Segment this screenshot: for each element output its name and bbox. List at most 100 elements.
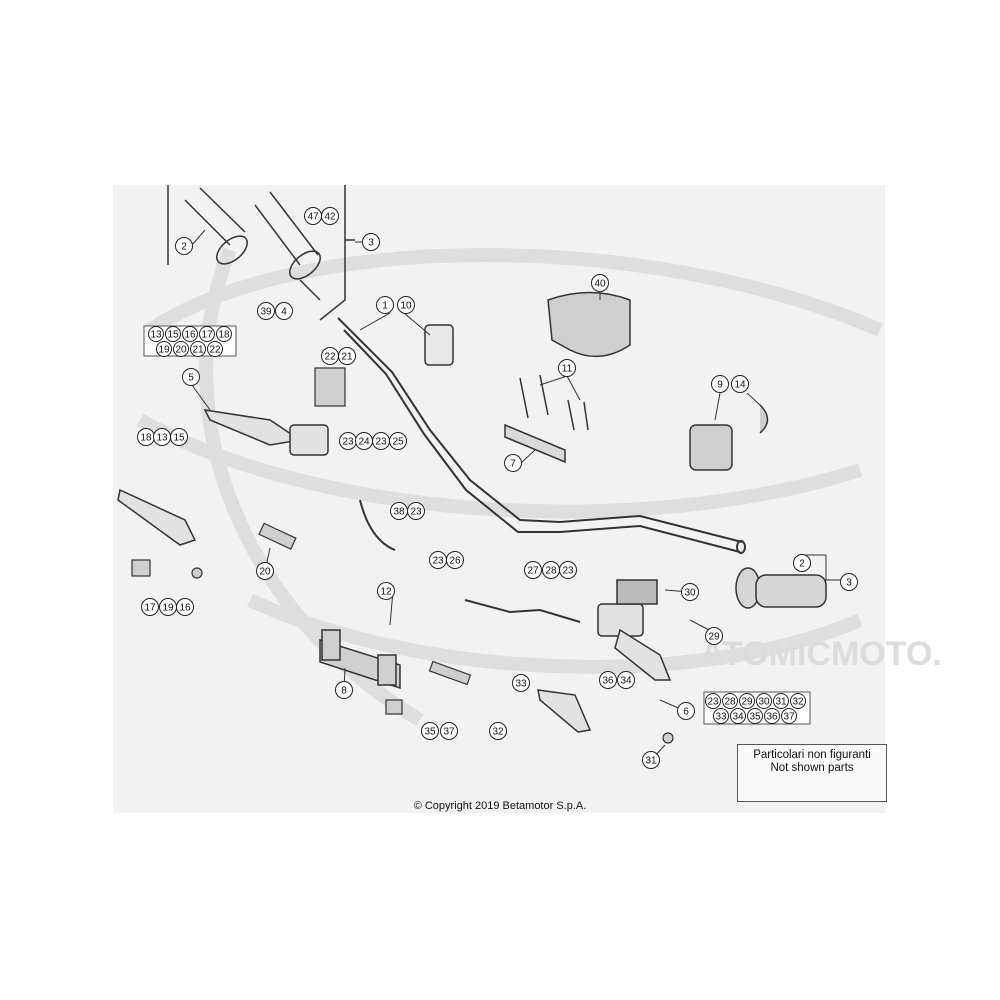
callout-number: 33 <box>515 679 527 690</box>
group-right-callout-32: 32 <box>790 693 806 709</box>
callout-number: 21 <box>192 345 204 356</box>
callout-2: 2 <box>793 554 811 572</box>
callout-number: 27 <box>527 566 539 577</box>
callout-number: 20 <box>259 567 271 578</box>
callout-25: 25 <box>389 432 407 450</box>
callout-number: 14 <box>734 380 746 391</box>
callout-number: 35 <box>749 712 761 723</box>
group-right-callout-31: 31 <box>773 693 789 709</box>
part-lever-right <box>537 579 672 733</box>
callout-34: 34 <box>617 671 635 689</box>
callout-number: 23 <box>432 556 444 567</box>
callout-number: 15 <box>167 330 179 341</box>
callout-36: 36 <box>599 671 617 689</box>
callout-number: 16 <box>179 603 191 614</box>
callout-28: 28 <box>542 561 560 579</box>
callout-number: 18 <box>140 433 152 444</box>
callout-number: 30 <box>684 588 696 599</box>
callout-number: 25 <box>392 437 404 448</box>
callout-12: 12 <box>377 582 395 600</box>
callout-number: 20 <box>175 345 187 356</box>
group-right-callout-23: 23 <box>705 693 721 709</box>
group-left-callout-18: 18 <box>216 326 232 342</box>
part-hose <box>359 499 581 623</box>
callout-26: 26 <box>446 551 464 569</box>
callout-17: 17 <box>141 598 159 616</box>
callout-number: 38 <box>393 507 405 518</box>
callout-4: 4 <box>275 302 293 320</box>
callout-number: 15 <box>173 433 185 444</box>
callout-31: 31 <box>642 751 660 769</box>
callout-9: 9 <box>711 375 729 393</box>
callout-21: 21 <box>338 347 356 365</box>
callout-6: 6 <box>677 702 695 720</box>
callout-30: 30 <box>681 583 699 601</box>
part-clamp-8 <box>319 629 401 690</box>
callout-number: 40 <box>594 279 606 290</box>
group-right-callout-33: 33 <box>713 708 729 724</box>
callout-number: 26 <box>449 556 461 567</box>
group-right-callout-30: 30 <box>756 693 772 709</box>
callout-16: 16 <box>176 598 194 616</box>
callout-8: 8 <box>335 681 353 699</box>
callout-40: 40 <box>591 274 609 292</box>
part-switch-40 <box>547 291 631 358</box>
callout-10: 10 <box>397 296 415 314</box>
part-grip-right <box>735 567 827 609</box>
callout-24: 24 <box>355 432 373 450</box>
callout-number: 16 <box>184 330 196 341</box>
group-left-callout-20: 20 <box>173 341 189 357</box>
callout-3: 3 <box>362 233 380 251</box>
callout-number: 36 <box>602 676 614 687</box>
watermark-text: ATOMICMOTO. <box>700 635 942 673</box>
callout-number: 19 <box>158 345 170 356</box>
callout-number: 23 <box>410 507 422 518</box>
callout-35: 35 <box>421 722 439 740</box>
part-clamp-7 <box>504 374 589 464</box>
callout-number: 22 <box>209 345 221 356</box>
callout-number: 28 <box>724 697 736 708</box>
callout-number: 47 <box>307 212 319 223</box>
leader-lines <box>191 229 848 761</box>
callout-20: 20 <box>256 562 274 580</box>
part-lever-left <box>117 409 329 546</box>
group-left-callout-16: 16 <box>182 326 198 342</box>
callout-number: 23 <box>562 566 574 577</box>
callout-number: 23 <box>375 437 387 448</box>
group-left-callout-21: 21 <box>190 341 206 357</box>
callout-5: 5 <box>182 368 200 386</box>
callout-number: 30 <box>758 697 770 708</box>
callout-39: 39 <box>257 302 275 320</box>
part-clamp-10 <box>424 324 454 366</box>
callout-23: 23 <box>407 502 425 520</box>
handlebar <box>337 317 746 554</box>
callout-number: 11 <box>562 364 573 375</box>
callout-1: 1 <box>376 296 394 314</box>
callout-number: 18 <box>218 330 230 341</box>
callout-23: 23 <box>429 551 447 569</box>
callout-2: 2 <box>175 237 193 255</box>
callout-number: 7 <box>510 459 516 470</box>
callout-number: 13 <box>156 433 168 444</box>
copyright-notice: © Copyright 2019 Betamotor S.p.A. <box>413 800 587 812</box>
callout-number: 23 <box>707 697 719 708</box>
callout-number: 33 <box>715 712 727 723</box>
callout-27: 27 <box>524 561 542 579</box>
callout-number: 36 <box>766 712 778 723</box>
not-shown-box: Particolari non figuranti Not shown part… <box>737 744 887 802</box>
callout-11: 11 <box>558 359 576 377</box>
callout-14: 14 <box>731 375 749 393</box>
callout-number: 12 <box>380 587 392 598</box>
group-right-callout-35: 35 <box>747 708 763 724</box>
group-right-callout-29: 29 <box>739 693 755 709</box>
group-left-callout-19: 19 <box>156 341 172 357</box>
callout-32: 32 <box>489 722 507 740</box>
group-left-callout-17: 17 <box>199 326 215 342</box>
callout-38: 38 <box>390 502 408 520</box>
part-small-items <box>131 367 674 744</box>
part-switch-9 <box>689 404 769 471</box>
callout-number: 17 <box>201 330 213 341</box>
